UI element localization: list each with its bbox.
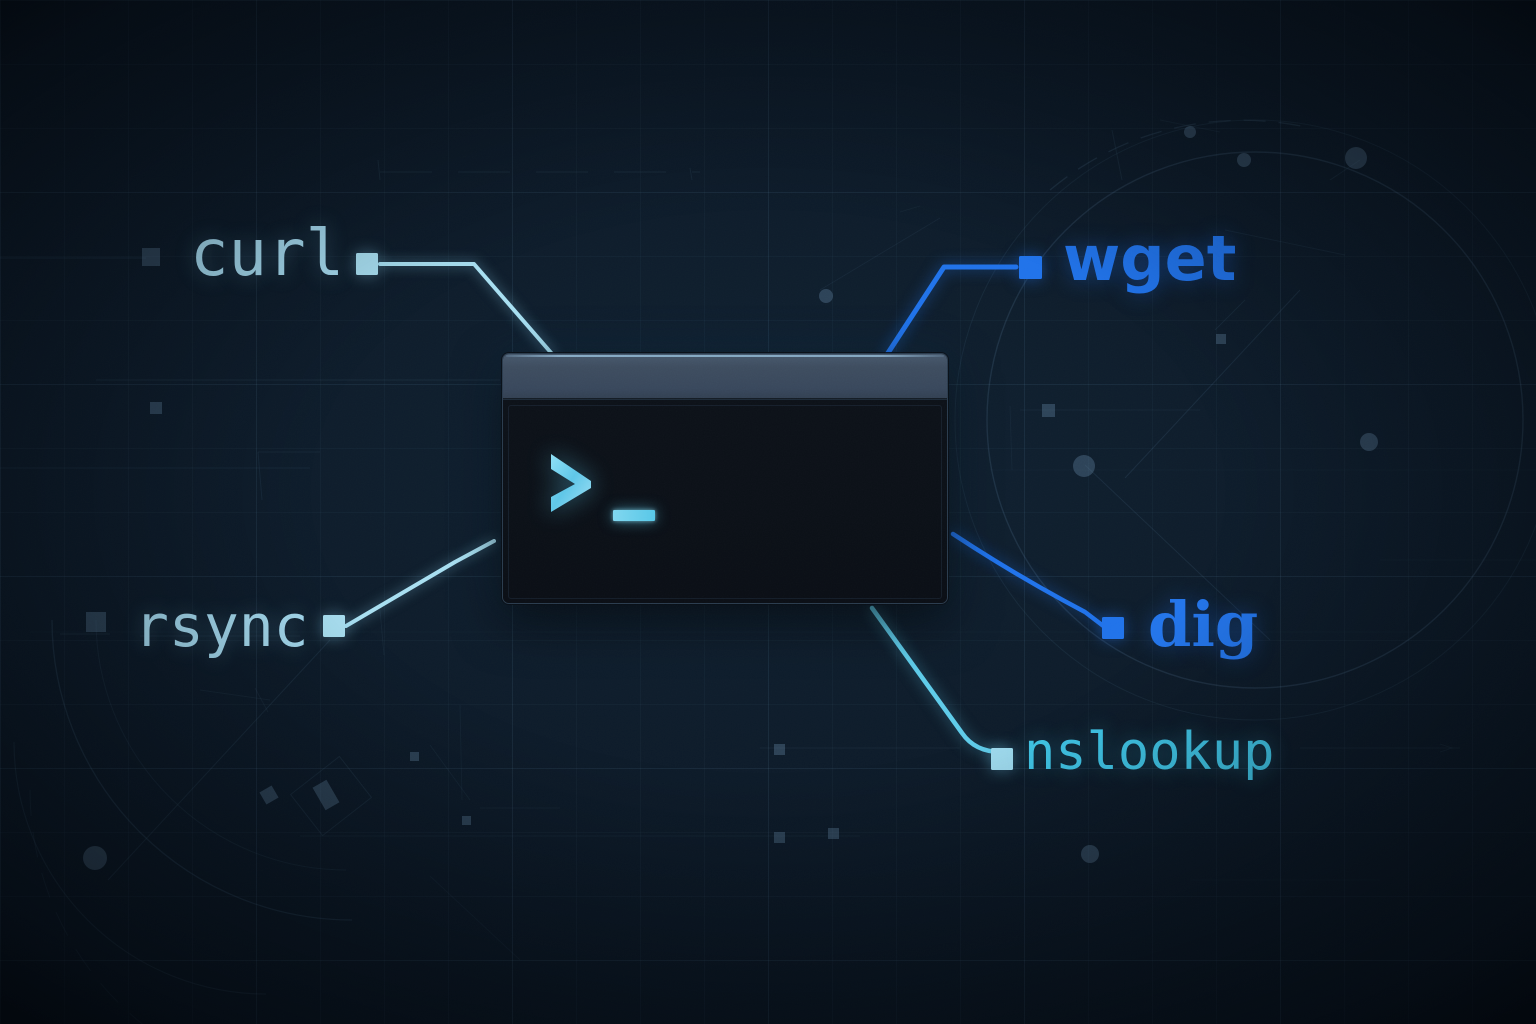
link-wget xyxy=(883,264,1019,359)
node-label-rsync[interactable]: rsync xyxy=(134,592,309,660)
link-rsync xyxy=(344,539,496,628)
node-marker-dig[interactable] xyxy=(1102,617,1124,639)
node-marker-rsync[interactable] xyxy=(323,615,345,637)
link-nslookup xyxy=(869,605,1004,755)
terminal-titlebar[interactable] xyxy=(503,354,947,399)
link-curl xyxy=(378,262,555,357)
node-label-wget[interactable]: wget xyxy=(1063,222,1237,295)
titlebar-texture xyxy=(503,354,947,398)
node-marker-nslookup[interactable] xyxy=(991,748,1013,770)
node-label-curl[interactable]: curl xyxy=(190,217,345,291)
link-dig xyxy=(950,531,1109,631)
node-marker-curl[interactable] xyxy=(356,253,378,275)
prompt-chevron-icon xyxy=(551,454,591,512)
node-marker-wget[interactable] xyxy=(1019,256,1042,279)
node-label-dig[interactable]: dig xyxy=(1148,588,1259,661)
terminal-screen[interactable]: > _ xyxy=(503,399,947,603)
terminal-cursor xyxy=(613,510,655,521)
node-label-nslookup[interactable]: nslookup xyxy=(1024,722,1275,782)
terminal-window[interactable]: > _ xyxy=(502,353,948,604)
